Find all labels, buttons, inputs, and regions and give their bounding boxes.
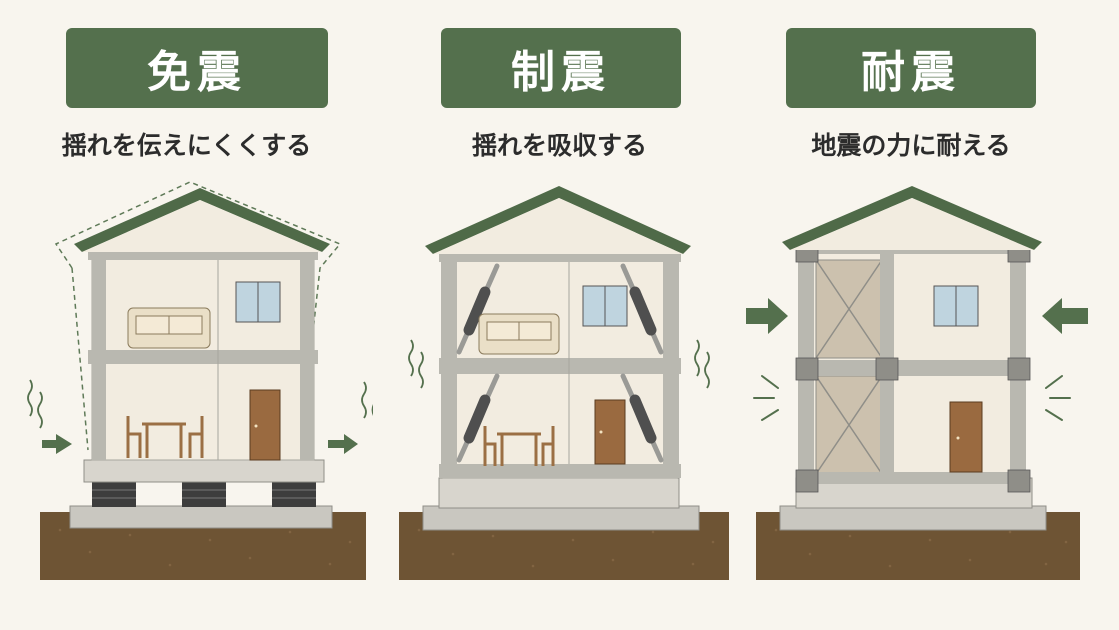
sofa-icon [478,313,560,355]
vibration-icon [27,379,373,429]
window-icon [582,285,628,327]
foundation [422,505,700,531]
panel-title-badge: 免震 [66,28,328,108]
damper-icon [456,263,664,463]
door-icon [249,389,281,461]
panel-earthquake-resistance: 耐震 地震の力に耐える [746,0,1119,630]
panel-subtitle: 揺れを伝えにくくする [61,131,312,160]
panel-title-badge: 制震 [441,28,681,108]
vibration-icon [753,375,1071,421]
panel-subtitle: 揺れを吸収する [471,131,647,160]
foundation [69,505,333,529]
panel-subtitle: 地震の力に耐える [811,131,1011,160]
door-icon [949,401,983,473]
arrow-icon [328,434,358,454]
panel-base-isolation: 免震 揺れを伝えにくくする [0,0,373,630]
vibration-icon [408,339,710,389]
damper-house-illustration [399,186,729,580]
isolator-icon [92,482,316,507]
window-icon [235,281,281,323]
dining-table-icon [126,416,204,458]
panel-title-badge: 耐震 [786,28,1036,108]
window-icon [933,285,979,327]
dining-table-icon [483,426,555,466]
arrow-icon [42,434,72,454]
door-icon [594,399,626,465]
sofa-icon [127,307,211,349]
arrow-icon [1042,298,1088,334]
resistance-house-illustration [746,186,1088,580]
foundation [779,505,1047,531]
isolation-house-illustration [27,181,373,580]
roof [74,188,330,252]
arrow-icon [746,298,788,334]
panel-vibration-control: 制震 揺れを吸収する [373,0,746,630]
